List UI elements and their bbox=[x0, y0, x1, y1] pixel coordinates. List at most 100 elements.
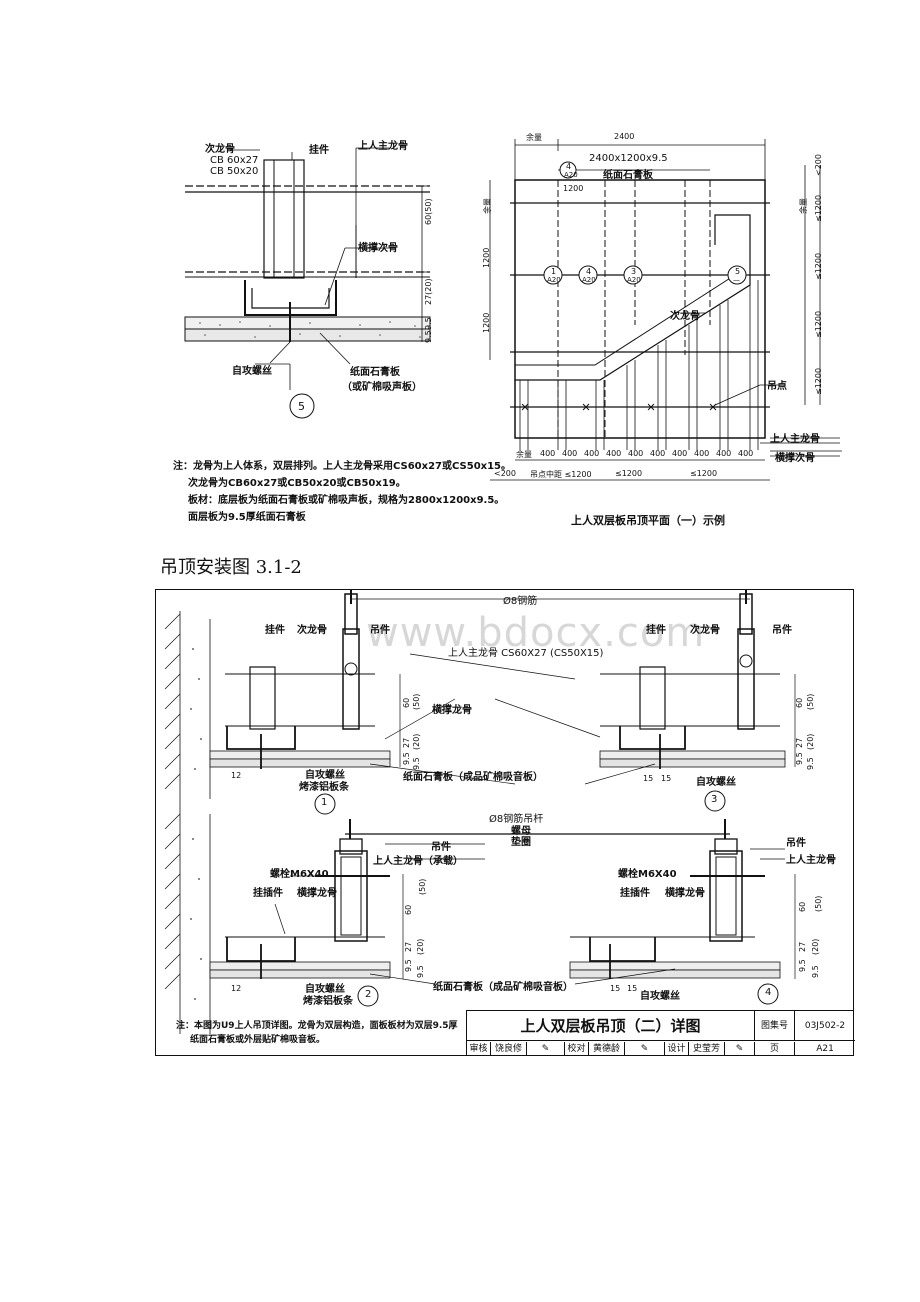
fig1-note-line: 板材：底层板为纸面石膏板或矿棉吸声板，规格为2800x1200x9.5。 bbox=[188, 495, 505, 506]
check-label: 校对 bbox=[565, 1042, 589, 1056]
atlas-label: 图集号 bbox=[755, 1011, 795, 1041]
plan-bottom-dim: 400 bbox=[562, 449, 578, 458]
d2-paint-strip-label: 烤漆铝板条 bbox=[303, 996, 353, 1007]
plan-margin-top: 余量 bbox=[526, 133, 542, 142]
section-caption: 吊顶安装图 3.1-2 bbox=[160, 557, 302, 578]
plan-left-dim: 余量 bbox=[483, 198, 492, 214]
plan-left-dim: 1200 bbox=[482, 247, 491, 268]
d3-dim: 9.5 bbox=[806, 757, 815, 770]
plan-bottom-dim: 400 bbox=[628, 449, 644, 458]
plan-callout-ref: A20 bbox=[547, 276, 561, 284]
plan-caption: 上人双层板吊顶平面（一）示例 bbox=[571, 514, 725, 527]
plan-main-keel-label: 上人主龙骨 bbox=[770, 434, 820, 445]
plan-callout-number: 4 bbox=[566, 162, 572, 171]
d2-dim: (20) bbox=[416, 938, 425, 955]
plan-side-dim: ≤1200 bbox=[814, 194, 823, 222]
plan-callout-ref: — bbox=[733, 276, 740, 284]
d1-dim: 9.5 bbox=[402, 752, 411, 765]
d2-cross-keel-label: 横撑龙骨 bbox=[297, 888, 337, 899]
d1-dim: (20) bbox=[412, 733, 421, 750]
d2-screw-label: 自攻螺丝 bbox=[305, 984, 345, 995]
plan-bottom-dim2: 吊点中距 ≤1200 bbox=[530, 470, 592, 479]
d2-bolt-label: 螺栓M6X40 bbox=[270, 869, 329, 880]
fig1-dim2: 27(20) bbox=[424, 278, 433, 305]
d-main-keel-label: 上人主龙骨 CS60X27 (CS50X15) bbox=[448, 648, 604, 659]
d4-dim-15b: 15 bbox=[627, 984, 638, 993]
d2-main-keel-label: 上人主龙骨（承载） bbox=[373, 856, 463, 867]
fig1-detail-number: 5 bbox=[298, 400, 305, 413]
plan-callout-number: 3 bbox=[631, 267, 637, 276]
fig1-secondary-keel-label: 次龙骨 bbox=[205, 144, 235, 155]
d1-dim-12: 12 bbox=[231, 771, 242, 780]
plan-bottom-dim: 400 bbox=[540, 449, 556, 458]
plan-side-dim: ≤1200 bbox=[814, 367, 823, 395]
plan-bottom-dim: 400 bbox=[606, 449, 622, 458]
fig1-cb2-label: CB 50x20 bbox=[210, 166, 259, 177]
d2-hanging-part-label: 吊件 bbox=[431, 842, 451, 853]
fig1-hanger-label: 挂件 bbox=[309, 145, 329, 156]
d2-dim: 60 bbox=[404, 904, 413, 915]
d-washer-label: 垫圈 bbox=[511, 837, 531, 848]
d-rebar-label: Ø8钢筋 bbox=[503, 596, 538, 607]
fig1-dim1: 60(50) bbox=[424, 198, 433, 225]
plan-bottom-dim: 余量 bbox=[516, 450, 532, 459]
plan-bottom-dim: 400 bbox=[694, 449, 710, 458]
ceiling-plan-diagram bbox=[489, 139, 842, 481]
d1-detail-number: 1 bbox=[321, 797, 328, 808]
plan-bottom-dim: 400 bbox=[650, 449, 666, 458]
detail-note-line: 注：本图为U9上人吊顶详图。龙骨为双层构造，面板板材为双层9.5厚 bbox=[176, 1021, 458, 1031]
checker-name: 黄德龄 bbox=[589, 1042, 625, 1056]
d1-dim: (50) bbox=[412, 693, 421, 710]
plan-side-dim: ≤1200 bbox=[814, 310, 823, 338]
d4-detail-number: 4 bbox=[765, 987, 772, 998]
plan-bottom-dim2: ≤1200 bbox=[690, 469, 718, 478]
fig1-main-keel-label: 上人主龙骨 bbox=[358, 141, 408, 152]
fig1-note-line: 次龙骨为CB60x27或CB50x20或CB50x19。 bbox=[188, 478, 406, 489]
plan-callout-number: 5 bbox=[735, 267, 741, 276]
d4-cross-keel-label: 横撑龙骨 bbox=[665, 888, 705, 899]
plan-bottom-dim: 400 bbox=[672, 449, 688, 458]
design-label: 设计 bbox=[665, 1042, 689, 1056]
fig1-cross-keel-label: 横撑次骨 bbox=[358, 243, 398, 254]
d3-dim: (50) bbox=[806, 693, 815, 710]
d1-dim: 9.5 bbox=[412, 757, 421, 770]
checker-signature: ✎ bbox=[625, 1042, 665, 1056]
d1-secondary-keel-label: 次龙骨 bbox=[297, 625, 327, 636]
reviewer-name: 饶良修 bbox=[491, 1042, 527, 1056]
d3-secondary-keel-label: 次龙骨 bbox=[690, 625, 720, 636]
plan-side-margin: 余量 bbox=[799, 198, 808, 214]
d4-dim: (50) bbox=[814, 895, 823, 912]
designer-name: 史莹芳 bbox=[689, 1042, 725, 1056]
page-number: A21 bbox=[816, 1044, 834, 1054]
designer-signature: ✎ bbox=[725, 1042, 755, 1056]
fig1-board-label: 纸面石膏板 bbox=[350, 367, 400, 378]
d3-detail-number: 3 bbox=[711, 794, 718, 805]
d4-dim: 9.5 bbox=[798, 959, 807, 972]
plan-bottom-dim: 400 bbox=[738, 449, 754, 458]
atlas-number: 03J502-2 bbox=[795, 1011, 855, 1041]
plan-hang-point-label: 吊点 bbox=[767, 381, 787, 392]
section-detail-5 bbox=[184, 147, 431, 419]
plan-bottom-dim2: ≤1200 bbox=[615, 469, 643, 478]
d4-bolt-label: 螺栓M6X40 bbox=[618, 869, 677, 880]
d1-screw-label: 自攻螺丝 bbox=[305, 770, 345, 781]
d1-board-label: 纸面石膏板（成品矿棉吸音板） bbox=[403, 772, 543, 783]
plan-side-dim: ≤1200 bbox=[814, 252, 823, 280]
d4-dim: (20) bbox=[811, 938, 820, 955]
plan-bottom-dim2: <200 bbox=[494, 469, 516, 478]
plan-side-dim: <200 bbox=[814, 154, 823, 176]
d-nut-label: 螺母 bbox=[511, 826, 531, 837]
fig1-note-line: 面层板为9.5厚纸面石膏板 bbox=[188, 512, 306, 523]
plan-board-label: 纸面石膏板 bbox=[603, 170, 653, 181]
d2-dim: 9.5 bbox=[416, 965, 425, 978]
d2-insert-label: 挂插件 bbox=[253, 888, 283, 899]
d1-dim: 60 bbox=[402, 697, 411, 708]
d4-hanging-part-label: 吊件 bbox=[786, 838, 806, 849]
d2-dim: (50) bbox=[418, 878, 427, 895]
plan-bottom-dim: 400 bbox=[584, 449, 600, 458]
d4-main-keel-label: 上人主龙骨 bbox=[786, 855, 836, 866]
plan-cross-keel-label: 横撑次骨 bbox=[775, 453, 815, 464]
fig1-dim3: 9.5 bbox=[424, 317, 433, 330]
d4-dim: 27 bbox=[798, 941, 807, 952]
d1-hanger-label: 挂件 bbox=[265, 625, 285, 636]
